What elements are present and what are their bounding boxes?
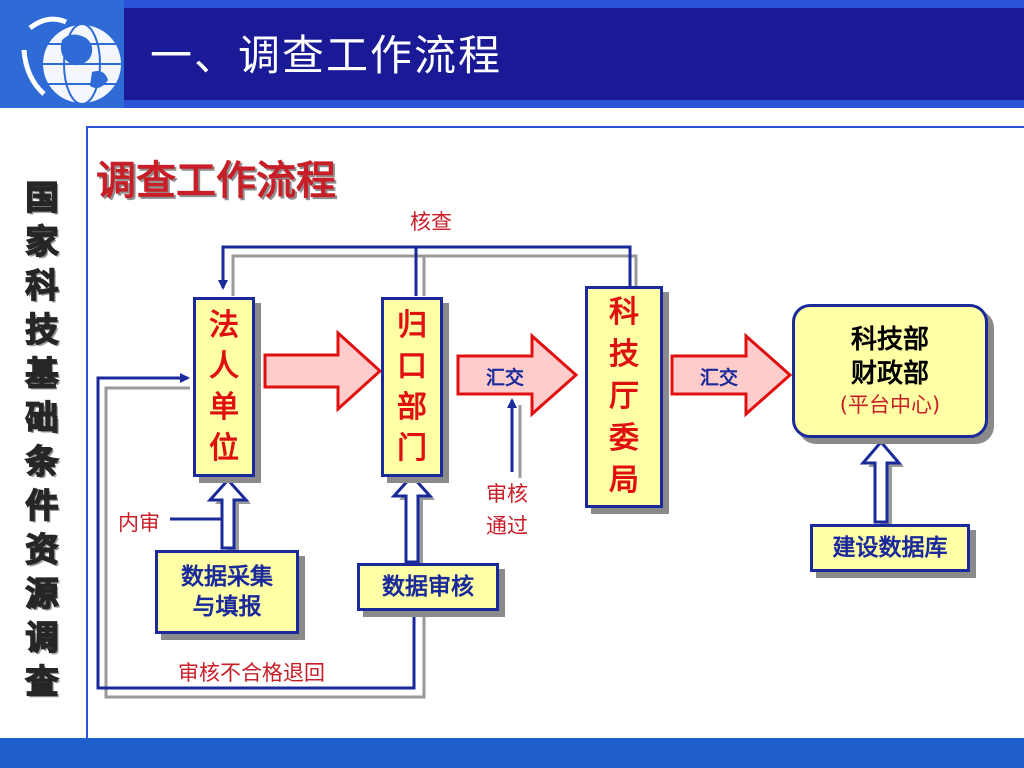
- return-fail-label: 审核不合格退回: [178, 661, 325, 685]
- node-ministry-line2: 财政部: [850, 359, 929, 389]
- verify-label: 核查: [410, 210, 452, 234]
- verify-loop-line: [218, 245, 632, 290]
- header-bar: [0, 0, 1024, 108]
- up-arrow-collect: [206, 477, 250, 550]
- header-bottom-rule: [0, 100, 1024, 108]
- node-dept: 归口部门: [381, 297, 443, 477]
- arrow-bureau-to-ministry: [670, 332, 793, 418]
- slide-subtitle: 调查工作流程: [96, 158, 336, 204]
- node-legal-unit-label: 法人单位: [209, 308, 239, 466]
- review-pass-label-1: 审核: [486, 482, 528, 506]
- node-ministry-line1: 科技部: [850, 325, 929, 355]
- side-vertical-title: 国家科技基础条件资源调查: [25, 177, 60, 702]
- globe-logo-icon: [21, 16, 123, 105]
- arrow-unit-to-dept: [263, 329, 383, 413]
- node-data-collect-label: 数据采集与填报: [181, 564, 273, 620]
- node-sci-bureau-label: 科技厅委局: [609, 295, 639, 498]
- node-data-review: 数据审核: [357, 563, 499, 611]
- node-ministry: 科技部 财政部 (平台中心): [792, 304, 988, 438]
- logo-panel: [0, 0, 124, 108]
- node-sci-bureau: 科技厅委局: [585, 286, 663, 508]
- submit-label-2: 汇交: [700, 367, 739, 389]
- submit-label-1: 汇交: [486, 367, 525, 389]
- arrow-dept-to-bureau: [456, 332, 579, 418]
- internal-review-label: 内审: [118, 511, 160, 535]
- node-build-db: 建设数据库: [810, 524, 970, 572]
- footer-bar: [0, 738, 1024, 768]
- header-top-band: [0, 0, 1024, 8]
- up-arrow-db: [859, 439, 903, 524]
- node-legal-unit: 法人单位: [193, 297, 255, 477]
- header-title: 一、调查工作流程: [150, 31, 503, 80]
- up-arrow-review: [390, 473, 434, 564]
- node-dept-label: 归口部门: [397, 308, 427, 466]
- verify-loop-shadow: [231, 254, 638, 296]
- node-data-collect: 数据采集与填报: [155, 550, 299, 634]
- content-frame: [86, 126, 1024, 740]
- node-data-review-label: 数据审核: [382, 574, 474, 600]
- return-loop-shadow: [104, 386, 426, 699]
- review-pass-label-2: 通过: [486, 514, 528, 538]
- node-build-db-label: 建设数据库: [832, 535, 948, 561]
- node-ministry-note: (平台中心): [839, 393, 941, 417]
- return-loop-line: [96, 373, 416, 690]
